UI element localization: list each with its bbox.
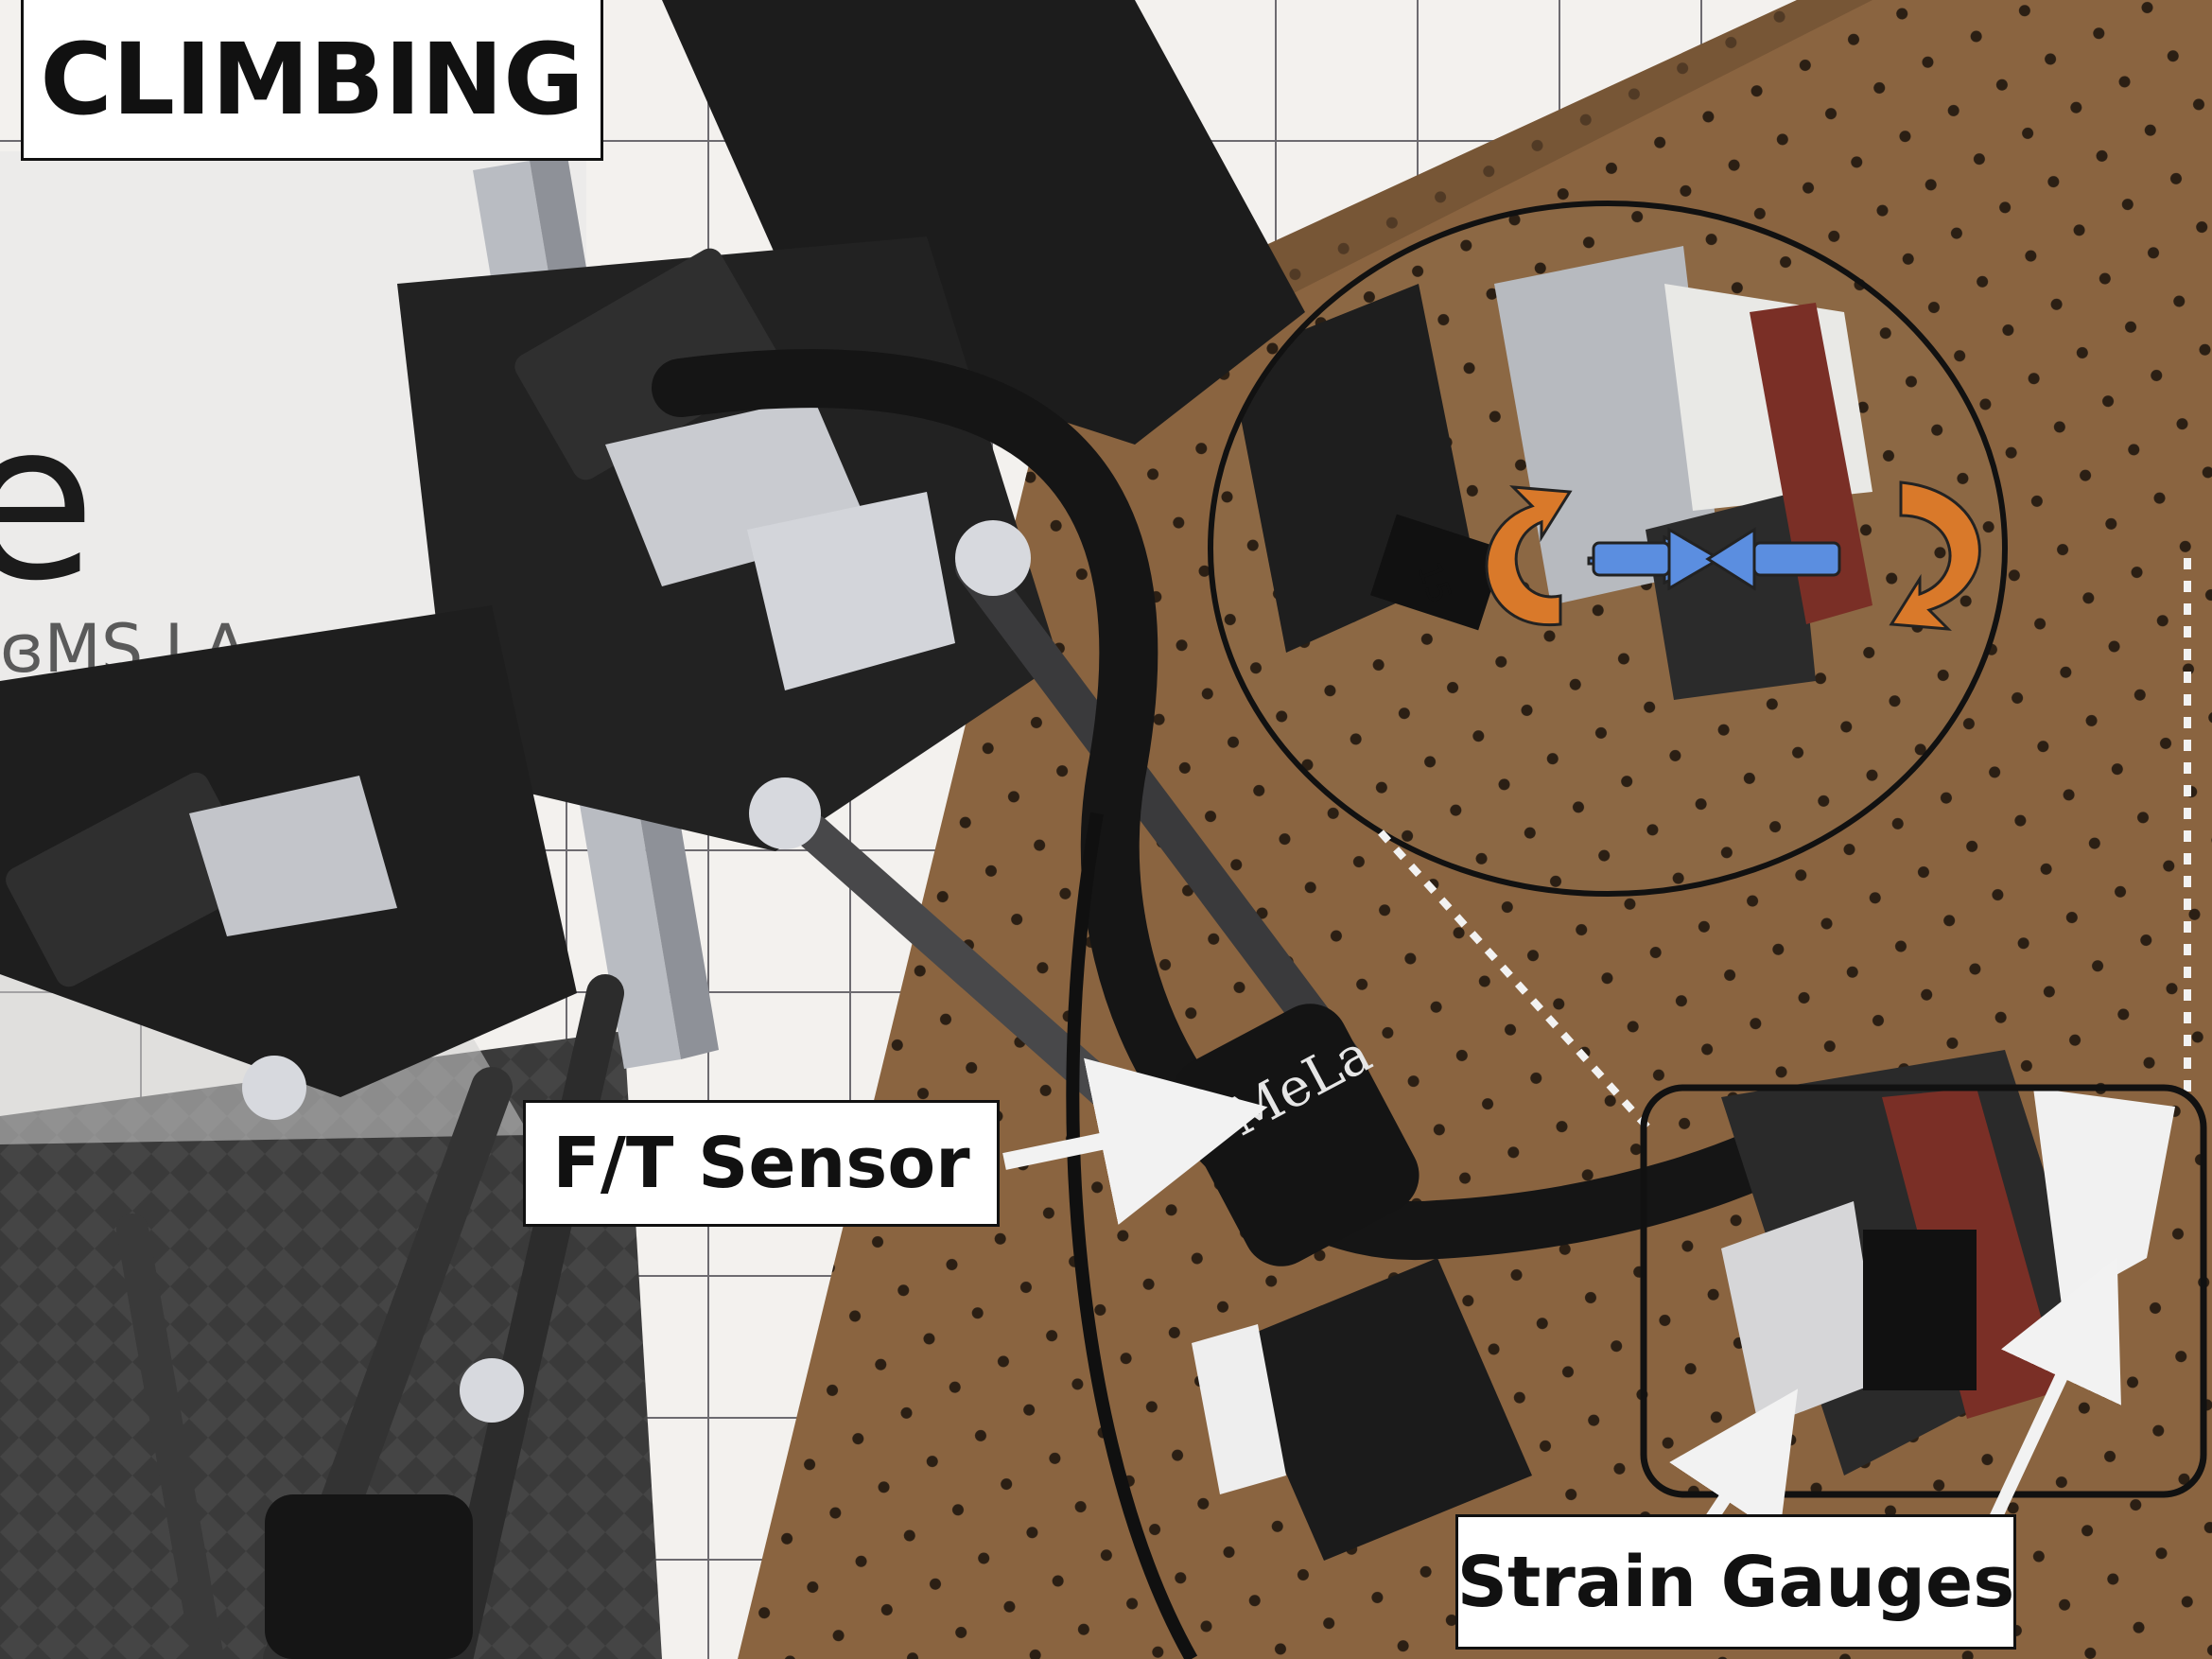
rotation-arrow-left xyxy=(1485,485,1573,627)
rotation-arrow-right xyxy=(1889,480,1981,631)
strain-gauges-label: Strain Gauges xyxy=(1455,1514,2016,1650)
zoom-inset: 15 xyxy=(1211,203,2005,894)
zoom-inset-outline xyxy=(1208,201,2008,897)
ft-pointer-arrow xyxy=(1002,1057,1268,1226)
strain-pointer-arrow-left xyxy=(1669,1388,1799,1536)
strain-gauge-highlight-box xyxy=(1640,1084,2207,1498)
compression-arrow-right xyxy=(1705,527,1756,591)
title-label: CLIMBING xyxy=(21,0,603,161)
strain-pointer-arrow-right xyxy=(1989,1257,2121,1521)
svg-text:e: e xyxy=(0,376,96,629)
ft-sensor-label: F/T Sensor xyxy=(523,1100,1000,1227)
